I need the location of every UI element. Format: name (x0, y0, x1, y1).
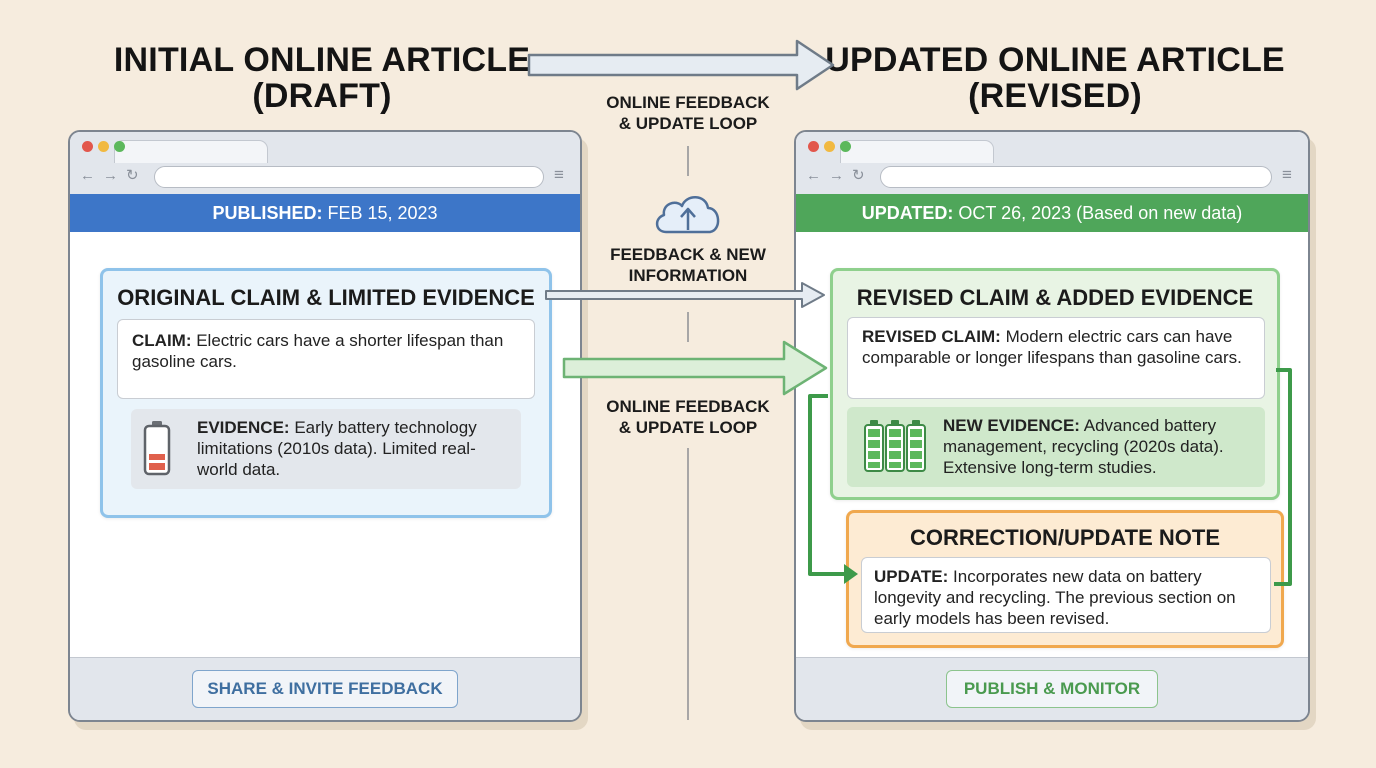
update-label: UPDATE: (874, 567, 949, 586)
revised-claim-label: REVISED CLAIM: (862, 327, 1001, 346)
draft-title: INITIAL ONLINE ARTICLE (DRAFT) (113, 41, 531, 115)
original-card-title: ORIGINAL CLAIM & LIMITED EVIDENCE (117, 285, 535, 310)
new-evidence-text: Advanced battery management, recycling (… (943, 416, 1224, 477)
revised-claim-text: Modern electric cars can have comparable… (862, 327, 1242, 367)
claim-text: Electric cars have a shorter lifespan th… (132, 331, 504, 371)
update-note-box: UPDATE: Incorporates new data on battery… (861, 557, 1271, 633)
revised-title: UPDATED ONLINE ARTICLE (REVISED) (825, 41, 1285, 115)
middle-bottom-label: ONLINE FEEDBACK & UPDATE LOOP (606, 397, 770, 437)
original-claim-box: CLAIM: Electric cars have a shorter life… (117, 319, 535, 399)
revised-claim-box: REVISED CLAIM: Modern electric cars can … (847, 317, 1265, 399)
update-text: Incorporates new data on battery longevi… (874, 567, 1236, 628)
revised-footer: PUBLISH & MONITOR (796, 657, 1308, 720)
revised-browser-window: ←→↻ ≡ UPDATED: OCT 26, 2023 (Based on ne… (794, 130, 1310, 722)
updated-bar: UPDATED: OCT 26, 2023 (Based on new data… (796, 194, 1308, 232)
updated-label: UPDATED: (861, 203, 954, 223)
claim-label: CLAIM: (132, 331, 192, 350)
publish-monitor-button[interactable]: PUBLISH & MONITOR (946, 670, 1158, 708)
correction-note-card: CORRECTION/UPDATE NOTE UPDATE: Incorpora… (846, 510, 1284, 648)
minimize-dot[interactable] (824, 141, 835, 152)
updated-date: OCT 26, 2023 (Based on new data) (958, 203, 1243, 223)
draft-footer: SHARE & INVITE FEEDBACK (70, 657, 580, 720)
evidence-update-arrow (562, 340, 828, 396)
share-invite-feedback-button[interactable]: SHARE & INVITE FEEDBACK (192, 670, 458, 708)
low-battery-icon (143, 421, 171, 476)
new-evidence-label: NEW EVIDENCE: (943, 416, 1080, 435)
evidence-text: Early battery technology limitations (20… (197, 418, 477, 479)
nav-icons[interactable]: ←→↻ (806, 167, 873, 184)
new-evidence-box: NEW EVIDENCE: Advanced battery managemen… (847, 407, 1265, 487)
browser-chrome: ←→↻ ≡ (796, 132, 1308, 195)
browser-tab[interactable] (114, 140, 268, 163)
correction-note-title: CORRECTION/UPDATE NOTE (909, 525, 1221, 550)
full-battery-pack-icon (864, 420, 926, 472)
maximize-dot[interactable] (840, 141, 851, 152)
address-bar[interactable] (154, 166, 544, 188)
published-date: FEB 15, 2023 (327, 203, 438, 223)
revised-card-title: REVISED CLAIM & ADDED EVIDENCE (856, 285, 1254, 310)
browser-chrome: ←→↻ ≡ (70, 132, 580, 195)
middle-cloud-label: FEEDBACK & NEW INFORMATION (610, 245, 766, 285)
browser-tab[interactable] (840, 140, 994, 163)
original-claim-card: ORIGINAL CLAIM & LIMITED EVIDENCE CLAIM:… (100, 268, 552, 518)
update-loop-connector (808, 368, 1292, 586)
published-bar: PUBLISHED: FEB 15, 2023 (70, 194, 580, 232)
address-bar[interactable] (880, 166, 1272, 188)
published-label: PUBLISHED: (212, 203, 323, 223)
minimize-dot[interactable] (98, 141, 109, 152)
claim-update-arrow (545, 282, 825, 308)
evidence-label: EVIDENCE: (197, 418, 290, 437)
close-dot[interactable] (82, 141, 93, 152)
menu-icon[interactable]: ≡ (554, 165, 564, 184)
middle-top-label: ONLINE FEEDBACK & UPDATE LOOP (606, 93, 770, 133)
original-evidence-box: EVIDENCE: Early battery technology limit… (131, 409, 521, 489)
draft-browser-window: ←→↻ ≡ PUBLISHED: FEB 15, 2023 ORIGINAL C… (68, 130, 582, 722)
maximize-dot[interactable] (114, 141, 125, 152)
menu-icon[interactable]: ≡ (1282, 165, 1292, 184)
close-dot[interactable] (808, 141, 819, 152)
nav-icons[interactable]: ←→↻ (80, 167, 147, 184)
revised-claim-card: REVISED CLAIM & ADDED EVIDENCE REVISED C… (830, 268, 1280, 500)
middle-divider (687, 146, 689, 720)
top-flow-arrow (527, 39, 835, 91)
cloud-upload-icon (655, 196, 720, 234)
